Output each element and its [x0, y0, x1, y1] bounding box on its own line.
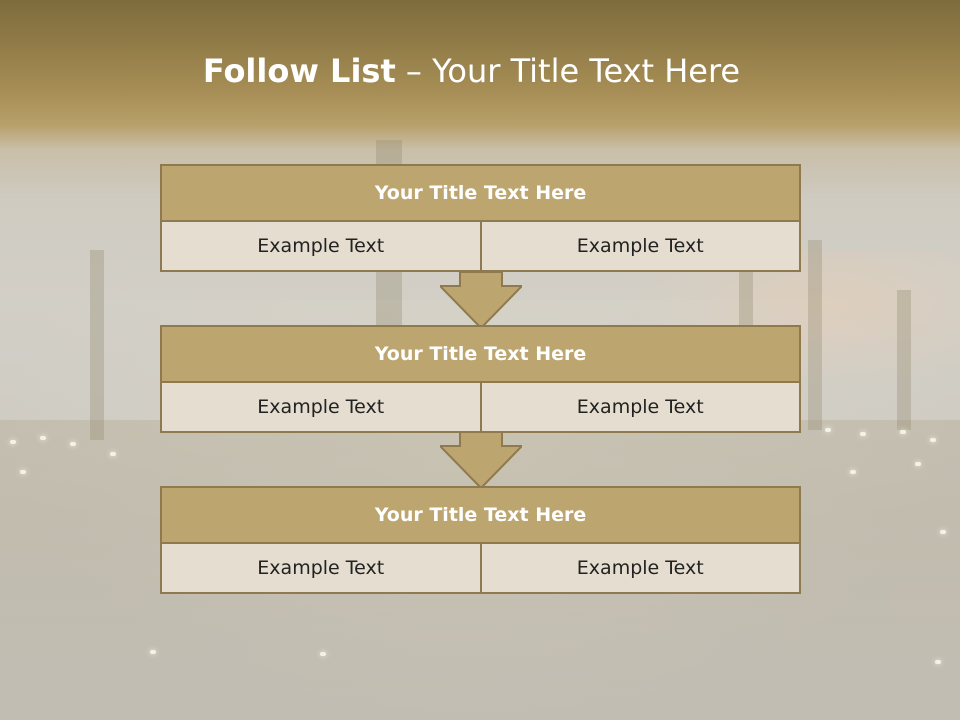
city-light — [150, 650, 156, 654]
step-row: Example Text Example Text — [160, 222, 801, 272]
city-light — [70, 442, 76, 446]
step-cell-right: Example Text — [481, 544, 801, 594]
city-light — [860, 432, 866, 436]
step-title: Your Title Text Here — [160, 486, 801, 544]
step-cell-left: Example Text — [160, 383, 482, 433]
slide-title-rest: – Your Title Text Here — [395, 52, 741, 90]
city-light — [110, 452, 116, 456]
step-cell-right: Example Text — [481, 383, 801, 433]
slide-title-bold: Follow List — [202, 52, 396, 90]
city-light — [935, 660, 941, 664]
step-block-2: Your Title Text Here Example Text Exampl… — [160, 325, 801, 433]
city-light — [940, 530, 946, 534]
city-light — [850, 470, 856, 474]
step-title: Your Title Text Here — [160, 325, 801, 383]
down-arrow-icon — [440, 432, 522, 488]
minaret — [897, 290, 911, 430]
city-light — [825, 428, 831, 432]
step-row: Example Text Example Text — [160, 544, 801, 594]
city-light — [20, 470, 26, 474]
minaret — [90, 250, 104, 440]
city-light — [10, 440, 16, 444]
city-light — [40, 436, 46, 440]
step-cell-left: Example Text — [160, 222, 482, 272]
step-block-1: Your Title Text Here Example Text Exampl… — [160, 164, 801, 272]
city-light — [320, 652, 326, 656]
step-cell-right: Example Text — [481, 222, 801, 272]
slide-title: Follow List – Your Title Text Here — [0, 52, 943, 90]
city-light — [900, 430, 906, 434]
step-row: Example Text Example Text — [160, 383, 801, 433]
step-block-3: Your Title Text Here Example Text Exampl… — [160, 486, 801, 594]
city-light — [930, 438, 936, 442]
minaret — [808, 240, 822, 430]
step-title: Your Title Text Here — [160, 164, 801, 222]
step-cell-left: Example Text — [160, 544, 482, 594]
city-light — [915, 462, 921, 466]
down-arrow-icon — [440, 272, 522, 328]
